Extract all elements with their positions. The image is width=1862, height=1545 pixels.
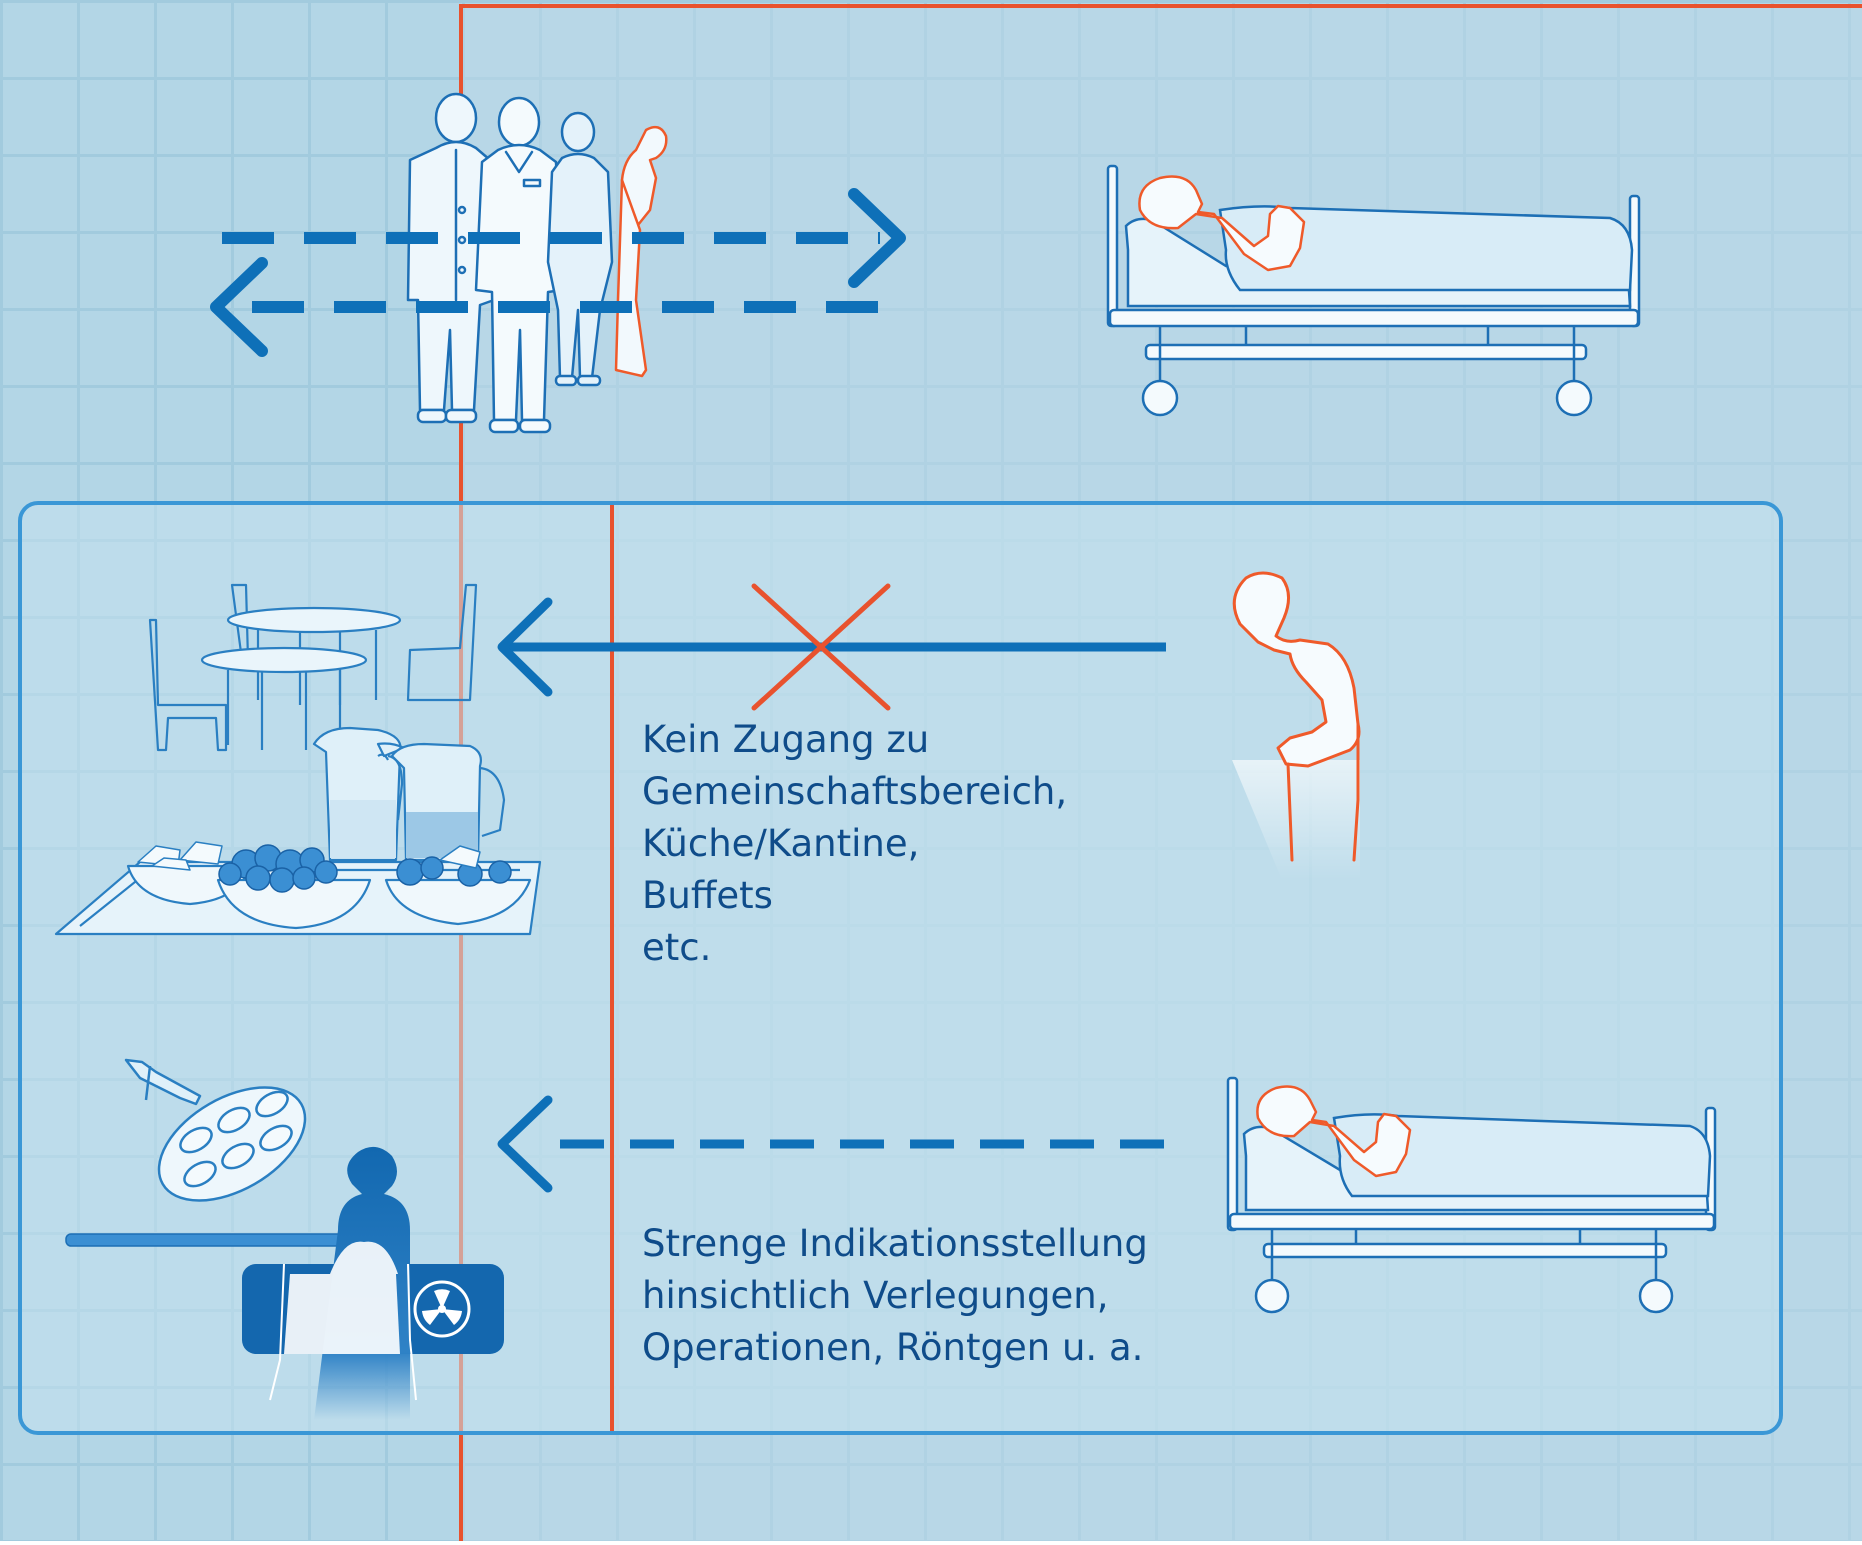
indication-line-3: Operationen, Röntgen u. a. [642,1326,1144,1369]
no-access-line-4: Buffets [642,874,773,917]
restricted-transfer-arrow [497,1095,1180,1193]
nurse-figure [474,96,564,434]
bidirectional-traffic-arrows [210,188,906,357]
doctor-figure [406,92,496,424]
hospital-bed-bottom-icon [1226,1076,1717,1314]
no-access-line-1: Kein Zugang zu [642,718,930,761]
staff-group-icon [406,92,614,434]
no-access-line-3: Küche/Kantine, [642,822,920,865]
blocked-access-arrow [497,597,1166,697]
cross-mark-icon [751,583,891,711]
indication-line-1: Strenge Indikationsstellung [642,1222,1148,1265]
standing-patient-large-icon [1232,571,1361,880]
indication-note: Strenge Indikationsstellung hinsichtlich… [642,1218,1148,1374]
hospital-bed-icon [1106,164,1641,417]
no-access-line-5: etc. [642,926,712,969]
radiation-icon [413,1280,471,1338]
indication-line-2: hinsichtlich Verlegungen, [642,1274,1109,1317]
xray-device-icon [242,1146,504,1420]
no-access-line-2: Gemeinschaftsbereich, [642,770,1068,813]
visitor-figure [546,111,614,387]
operating-lamp-icon [124,1058,307,1202]
no-access-note: Kein Zugang zu Gemeinschaftsbereich, Küc… [642,714,1067,974]
dining-area-icon [54,583,542,936]
